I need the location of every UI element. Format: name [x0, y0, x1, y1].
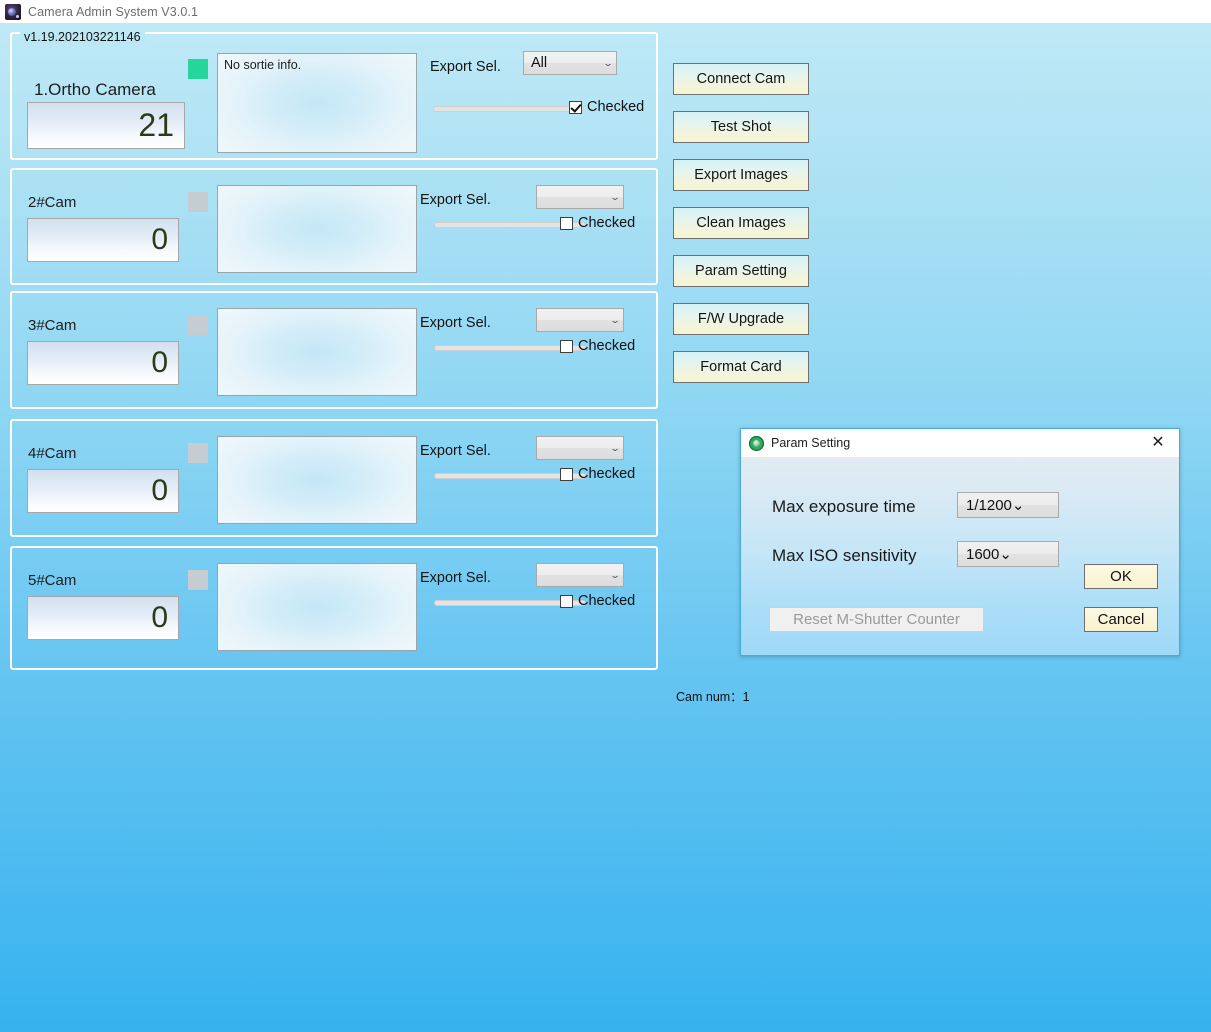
export-progress-bar-2 — [434, 222, 586, 228]
action-button-f-w-upgrade[interactable]: F/W Upgrade — [673, 303, 809, 335]
export-checkbox-4[interactable] — [560, 467, 573, 481]
action-button-connect-cam[interactable]: Connect Cam — [673, 63, 809, 95]
max-iso-sensitivity-select[interactable]: 1600 ⌄ — [957, 541, 1059, 567]
export-progress-bar-5 — [434, 600, 586, 606]
action-button-format-card[interactable]: Format Card — [673, 351, 809, 383]
camera-app-icon — [5, 3, 21, 20]
window-title: Camera Admin System V3.0.1 — [28, 4, 199, 19]
export-select-3[interactable]: ⌄ — [536, 308, 624, 332]
export-checkbox-2[interactable] — [560, 216, 573, 230]
chevron-down-icon: ⌄ — [609, 191, 621, 202]
camera-name-label-4: 4#Cam — [28, 445, 77, 462]
export-checkbox-row-5[interactable]: Checked — [560, 593, 635, 609]
camera-preview-5[interactable] — [217, 563, 417, 651]
green-camera-icon — [749, 435, 764, 451]
dialog-titlebar: Param Setting ✕ — [741, 429, 1179, 457]
export-checkbox-3[interactable] — [560, 339, 573, 353]
chevron-down-icon: ⌄ — [1011, 497, 1025, 514]
camera-panel-1: 1.Ortho Camera 21 No sortie info. Export Se… — [10, 32, 658, 160]
export-select-5[interactable]: ⌄ — [536, 563, 624, 587]
camera-status-indicator-4 — [188, 443, 208, 463]
camera-preview-3[interactable] — [217, 308, 417, 396]
export-progress-bar-3 — [434, 345, 586, 351]
action-button-param-setting[interactable]: Param Setting — [673, 255, 809, 287]
action-button-export-images[interactable]: Export Images — [673, 159, 809, 191]
chevron-down-icon: ⌄ — [602, 57, 614, 68]
cam-num-status: Cam num：1 — [676, 690, 750, 704]
max-exposure-time-select[interactable]: 1/1200 ⌄ — [957, 492, 1059, 518]
export-select-value-1: All — [531, 55, 548, 71]
main-client-area: v1.19.202103221146 1.Ortho Camera 21 No so… — [0, 23, 1211, 1032]
ok-button[interactable]: OK — [1084, 564, 1158, 589]
max-iso-sensitivity-label: Max ISO sensitivity — [772, 546, 917, 565]
export-checkbox-row-3[interactable]: Checked — [560, 338, 635, 354]
dialog-title: Param Setting — [771, 436, 851, 450]
reset-m-shutter-counter-button[interactable]: Reset M-Shutter Counter — [769, 607, 984, 632]
export-checkbox-label-3: Checked — [578, 338, 636, 354]
export-select-label-5: Export Sel. — [420, 570, 491, 586]
export-checkbox-5[interactable] — [560, 594, 573, 608]
export-checkbox-row-1[interactable]: Checked — [569, 99, 644, 115]
version-label: v1.19.202103221146 — [20, 30, 145, 44]
action-button-clean-images[interactable]: Clean Images — [673, 207, 809, 239]
camera-status-indicator-5 — [188, 570, 208, 590]
export-checkbox-1[interactable] — [569, 100, 582, 114]
action-button-test-shot[interactable]: Test Shot — [673, 111, 809, 143]
param-setting-dialog: Param Setting ✕ Max exposure time 1/1200… — [740, 428, 1180, 656]
export-select-label-4: Export Sel. — [420, 443, 491, 459]
camera-shot-counter-4: 0 — [27, 469, 179, 513]
camera-name-label-3: 3#Cam — [28, 317, 77, 334]
camera-panel-3: 3#Cam 0 Export Sel. ⌄ Checked — [10, 291, 658, 409]
chevron-down-icon: ⌄ — [609, 569, 621, 580]
camera-panel-5: 5#Cam 0 Export Sel. ⌄ Checked — [10, 546, 658, 670]
camera-preview-4[interactable] — [217, 436, 417, 524]
camera-preview-text-1: No sortie info. — [224, 58, 302, 72]
export-checkbox-label-1: Checked — [587, 99, 645, 115]
export-select-1[interactable]: All ⌄ — [523, 51, 617, 75]
export-checkbox-row-4[interactable]: Checked — [560, 466, 635, 482]
max-exposure-time-value: 1/1200 — [966, 496, 1012, 514]
window-titlebar: Camera Admin System V3.0.1 — [0, 0, 1211, 24]
camera-panel-2: 2#Cam 0 Export Sel. ⌄ Checked — [10, 168, 658, 285]
export-checkbox-label-5: Checked — [578, 593, 636, 609]
camera-preview-1[interactable]: No sortie info. — [217, 53, 417, 153]
export-select-label-3: Export Sel. — [420, 315, 491, 331]
export-progress-bar-1 — [433, 106, 584, 112]
export-select-label-1: Export Sel. — [430, 59, 501, 75]
cancel-button[interactable]: Cancel — [1084, 607, 1158, 632]
chevron-down-icon: ⌄ — [609, 314, 621, 325]
close-icon[interactable]: ✕ — [1151, 434, 1165, 451]
export-select-2[interactable]: ⌄ — [536, 185, 624, 209]
export-checkbox-row-2[interactable]: Checked — [560, 215, 635, 231]
chevron-down-icon: ⌄ — [609, 442, 621, 453]
camera-shot-counter-2: 0 — [27, 218, 179, 262]
max-exposure-time-label: Max exposure time — [772, 497, 916, 516]
camera-panel-4: 4#Cam 0 Export Sel. ⌄ Checked — [10, 419, 658, 537]
camera-status-indicator-3 — [188, 315, 208, 335]
export-select-4[interactable]: ⌄ — [536, 436, 624, 460]
camera-status-indicator-1 — [188, 59, 208, 79]
camera-shot-counter-3: 0 — [27, 341, 179, 385]
camera-status-indicator-2 — [188, 192, 208, 212]
camera-name-label-2: 2#Cam — [28, 194, 77, 211]
export-checkbox-label-4: Checked — [578, 466, 636, 482]
camera-name-label-5: 5#Cam — [28, 572, 77, 589]
export-select-label-2: Export Sel. — [420, 192, 491, 208]
export-checkbox-label-2: Checked — [578, 215, 636, 231]
export-progress-bar-4 — [434, 473, 586, 479]
camera-name-label-1: 1.Ortho Camera — [34, 80, 156, 99]
max-iso-sensitivity-value: 1600 — [966, 545, 1000, 563]
camera-shot-counter-5: 0 — [27, 596, 179, 640]
chevron-down-icon: ⌄ — [999, 546, 1012, 563]
camera-preview-2[interactable] — [217, 185, 417, 273]
camera-shot-counter-1: 21 — [27, 102, 185, 149]
